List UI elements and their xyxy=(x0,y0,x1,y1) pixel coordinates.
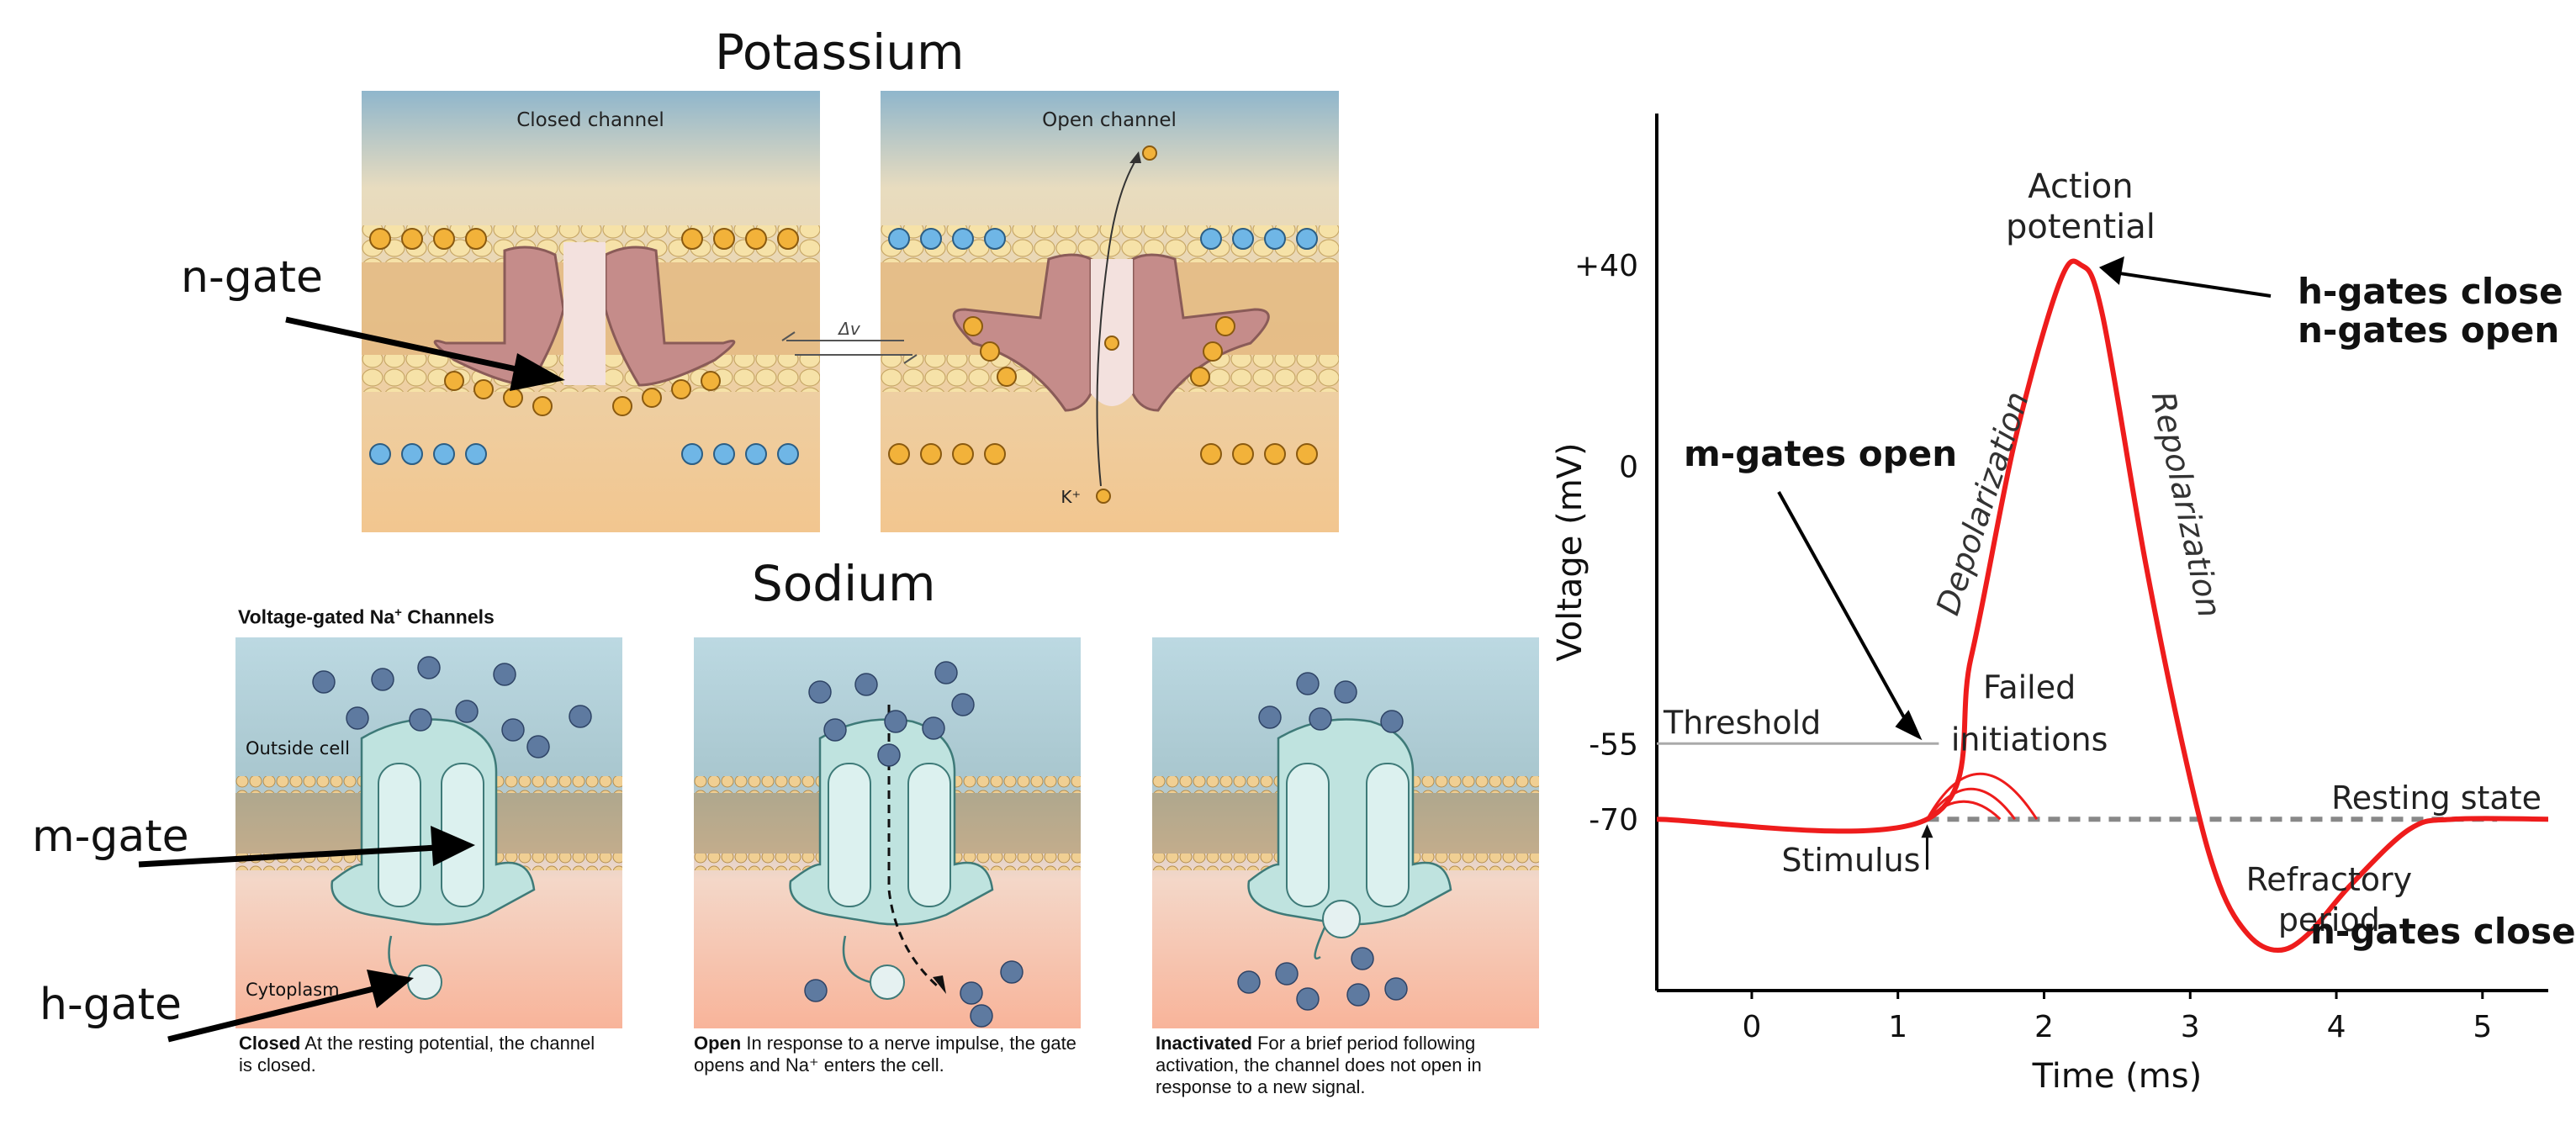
x-tick-label: 1 xyxy=(1888,1010,1907,1044)
failed-initiation-trace xyxy=(1926,772,2039,821)
repolarization-label: Repolarization xyxy=(2145,388,2229,621)
potassium-closed-channel-illustration: Closed channel xyxy=(362,91,820,532)
n-gates-open-annotation: n-gates open xyxy=(2298,309,2560,351)
m-gate-callout: m-gate xyxy=(32,811,189,862)
y-tick-label: 0 xyxy=(1619,451,1638,485)
closed-channel-label: Closed channel xyxy=(516,109,664,131)
potassium-open-channel-illustration: Open channel K⁺ xyxy=(881,91,1339,532)
open-caption: Open In response to a nerve impulse, the… xyxy=(694,1033,1076,1076)
n-gates-close-annotation: n-gates close xyxy=(2310,911,2576,952)
h-gate-callout: h-gate xyxy=(40,980,182,1030)
equilibrium-arrows: Δv xyxy=(781,319,918,364)
x-axis-label: Time (ms) xyxy=(2032,1057,2203,1096)
delta-v-label: Δv xyxy=(837,319,861,339)
x-tick-label: 2 xyxy=(2034,1010,2054,1044)
failed-initiations-label-line1: Failed xyxy=(1983,669,2076,706)
resting-state-label: Resting state xyxy=(2331,780,2542,817)
y-tick-label: -70 xyxy=(1589,803,1638,838)
stimulus-arrowhead xyxy=(1921,824,1933,838)
closed-caption: Closed At the resting potential, the cha… xyxy=(239,1033,595,1076)
stimulus-label: Stimulus xyxy=(1781,842,1920,879)
y-tick-label: -55 xyxy=(1589,727,1638,762)
potassium-title: Potassium xyxy=(715,24,965,81)
action-potential-label-line2: potential xyxy=(2006,208,2155,246)
sodium-title: Sodium xyxy=(752,555,936,612)
sodium-channel-illustrations: Outside cell Cytoplasm xyxy=(235,637,1539,1028)
outside-cell-label: Outside cell xyxy=(246,738,350,758)
x-tick-label: 0 xyxy=(1742,1010,1761,1044)
k-ion-label: K⁺ xyxy=(1061,487,1081,507)
m-gates-open-arrowhead xyxy=(1895,710,1923,741)
action-potential-label-line1: Action xyxy=(2028,167,2133,206)
open-channel-label: Open channel xyxy=(1042,109,1177,131)
h-gates-close-arrow xyxy=(2118,271,2272,298)
sodium-figure-title: Voltage-gated Na+ Channels xyxy=(238,605,495,628)
depolarization-label: Depolarization xyxy=(1929,387,2036,619)
x-tick-label: 3 xyxy=(2181,1010,2200,1044)
m-gates-open-arrow xyxy=(1777,491,1914,733)
refractory-label-line1: Refractory xyxy=(2246,861,2413,898)
x-tick-label: 4 xyxy=(2327,1010,2346,1044)
threshold-label: Threshold xyxy=(1663,704,1821,741)
m-gates-open-annotation: m-gates open xyxy=(1684,433,1958,474)
h-gates-close-arrowhead xyxy=(2098,256,2124,285)
failed-initiation-trace xyxy=(1926,787,2016,821)
inactivated-caption: Inactivated For a brief period following… xyxy=(1156,1033,1482,1097)
refractory-label-line2: period xyxy=(2278,901,2380,938)
cytoplasm-label: Cytoplasm xyxy=(246,980,340,1000)
n-gate-callout: n-gate xyxy=(181,252,323,303)
y-axis-label: Voltage (mV) xyxy=(1551,442,1590,661)
y-tick-label: +40 xyxy=(1574,249,1638,283)
action-potential-trace xyxy=(1656,258,2549,954)
h-gates-close-annotation: h-gates close xyxy=(2298,271,2563,312)
x-tick-label: 5 xyxy=(2473,1010,2492,1044)
failed-initiations-label-line2: initiations xyxy=(1951,721,2108,758)
